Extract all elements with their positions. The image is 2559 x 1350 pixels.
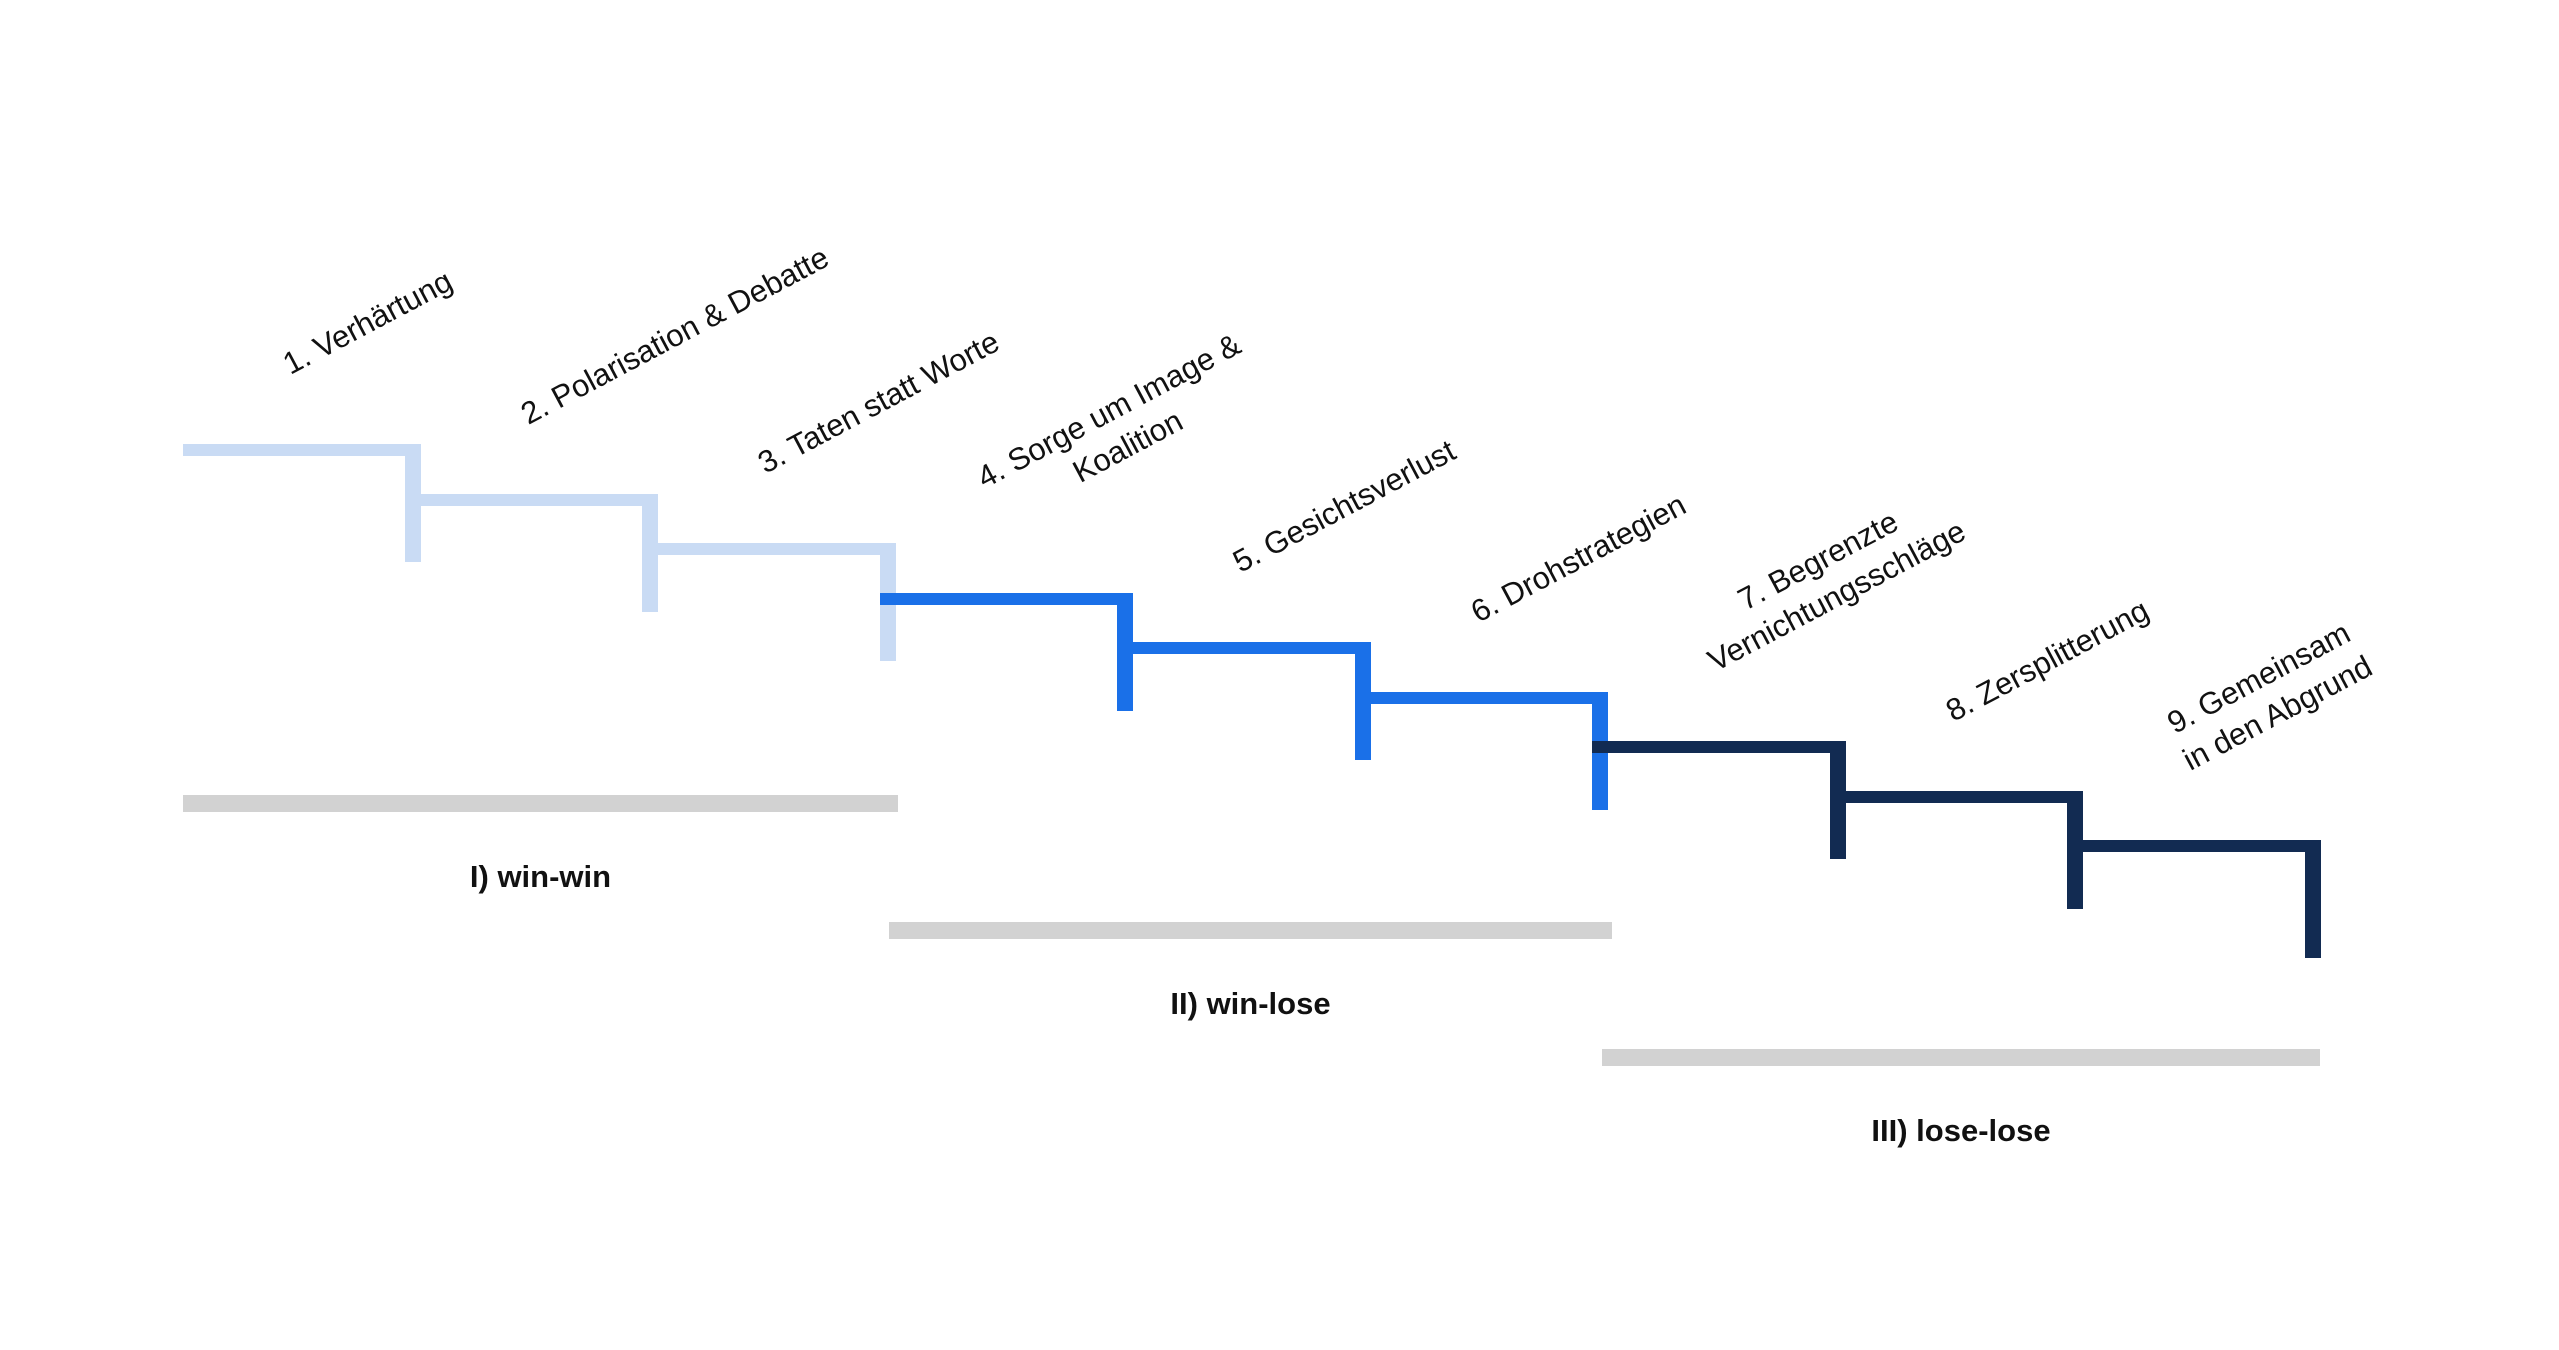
step-8-tread bbox=[1829, 790, 2083, 803]
step-1-label-line: 1. Verhärtung bbox=[277, 263, 458, 382]
step-2-label-line: 2. Polarisation & Debatte bbox=[514, 238, 834, 431]
phase-bar-win-win bbox=[183, 795, 898, 812]
step-5-tread bbox=[1117, 642, 1371, 654]
phase-label-lose-lose: III) lose-lose bbox=[1871, 1113, 2051, 1148]
step-1-tread bbox=[183, 444, 421, 456]
phase-label-win-win: I) win-win bbox=[469, 859, 612, 894]
step-3-label: 3. Taten statt Worte bbox=[751, 322, 1006, 483]
step-2-tread bbox=[404, 493, 658, 506]
step-6-label: 6. Drohstrategien bbox=[1464, 485, 1693, 632]
step-3-label-line: 3. Taten statt Worte bbox=[752, 323, 1005, 481]
step-4-label: 4. Sorge um Image &Koalition bbox=[970, 324, 1266, 532]
phase-bar-win-lose bbox=[889, 922, 1612, 939]
step-7-tread bbox=[1592, 741, 1846, 753]
step-4-tread bbox=[879, 592, 1133, 605]
step-6-label-line: 6. Drohstrategien bbox=[1464, 486, 1692, 629]
step-6-tread bbox=[1354, 691, 1608, 704]
step-5-label: 5. Gesichtsverlust bbox=[1226, 431, 1462, 582]
step-1-label: 1. Verhärtung bbox=[276, 261, 459, 384]
phase-bar-lose-lose bbox=[1602, 1049, 2320, 1066]
step-9-drop bbox=[2304, 840, 2321, 958]
step-9-tread bbox=[2067, 840, 2321, 852]
step-3-tread bbox=[642, 543, 896, 555]
phase-label-win-lose: II) win-lose bbox=[1170, 986, 1331, 1021]
step-8-label-line: 8. Zersplitterung bbox=[1939, 591, 2154, 728]
step-2-label: 2. Polarisation & Debatte bbox=[514, 237, 836, 433]
step-8-label: 8. Zersplitterung bbox=[1939, 590, 2156, 730]
step-5-label-line: 5. Gesichtsverlust bbox=[1227, 432, 1462, 580]
